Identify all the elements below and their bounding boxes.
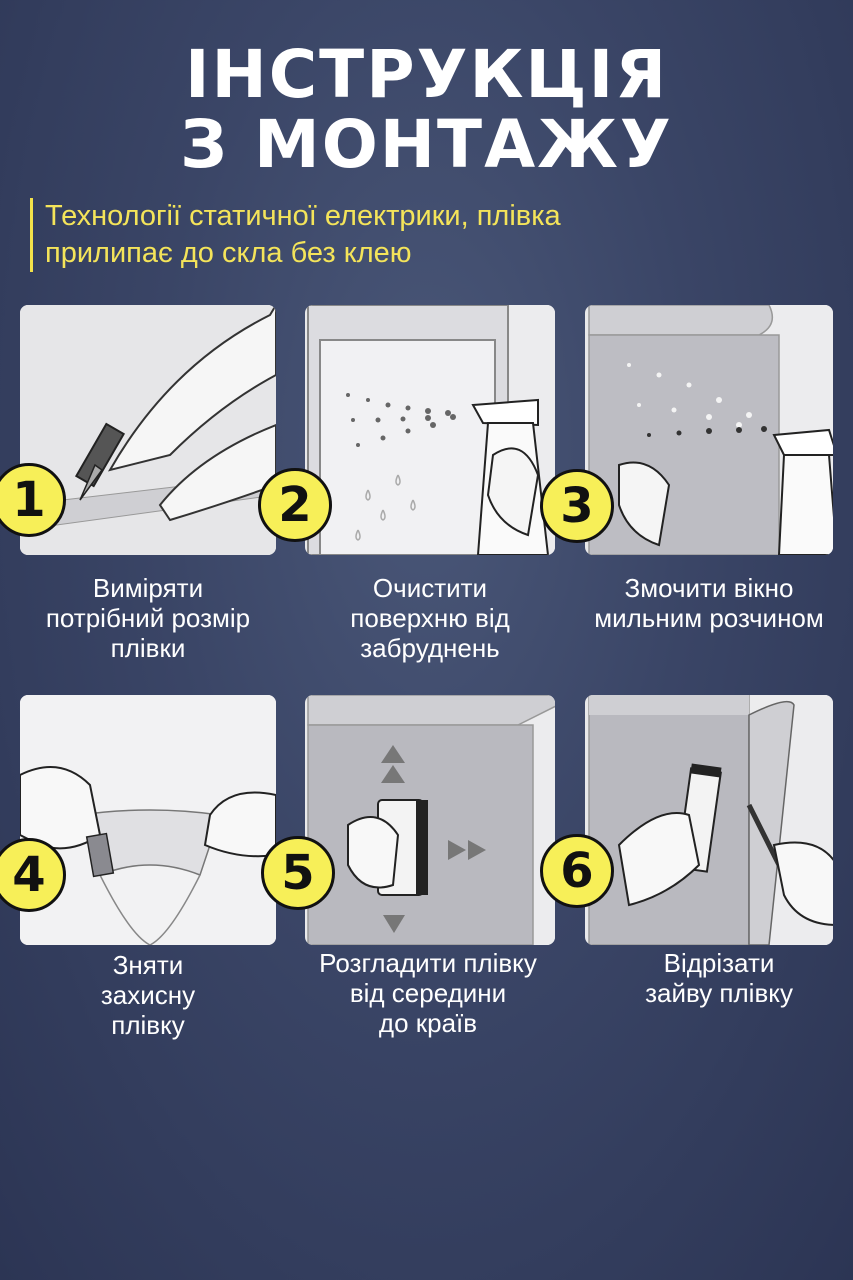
step-2-caption-line: Очистити <box>372 573 488 603</box>
step-4-caption-line: плівку <box>111 1010 185 1040</box>
step-6-caption: Відрізати зайву плівку <box>584 948 853 1008</box>
step-3-caption: Змочити вікно мильним розчином <box>574 573 844 633</box>
step-6-illustration <box>585 695 833 945</box>
step-6-caption-line: зайву плівку <box>645 978 793 1008</box>
step-4-illustration <box>20 695 276 945</box>
squeegee-smoothing-icon <box>307 695 555 945</box>
spray-bottle-cleaning-icon <box>307 305 555 555</box>
step-4-caption-line: захисну <box>100 980 196 1010</box>
step-3-badge: 3 <box>540 469 614 543</box>
step-2-badge: 2 <box>258 468 332 542</box>
step-1-caption-line: Виміряти <box>92 573 204 603</box>
peel-protective-film-icon <box>20 695 276 945</box>
subtitle: Технології статичної електрики, плівка п… <box>30 198 790 272</box>
page-title: ІНСТРУКЦІЯ З МОНТАЖУ <box>0 40 853 180</box>
step-3-caption-line: мильним розчином <box>594 603 824 633</box>
step-6-caption-line: Відрізати <box>663 948 775 978</box>
step-4-caption-line: Зняти <box>112 950 184 980</box>
step-3-illustration <box>585 305 833 555</box>
step-2-caption-line: поверхню від <box>350 603 510 633</box>
subtitle-line-1: Технології статичної електрики, плівка <box>45 200 561 232</box>
title-line-1: ІНСТРУКЦІЯ <box>184 36 669 113</box>
step-5-caption-line: до країв <box>378 1008 478 1038</box>
step-5-badge: 5 <box>261 836 335 910</box>
step-3-caption-line: Змочити вікно <box>624 573 794 603</box>
step-5-caption-line: Розгладити плівку <box>319 948 537 978</box>
title-line-2: З МОНТАЖУ <box>180 106 673 183</box>
subtitle-line-2: прилипає до скла без клею <box>45 237 412 269</box>
step-2-caption: Очистити поверхню від забруднень <box>295 573 565 663</box>
step-5-caption: Розгладити плівку від середини до країв <box>293 948 563 1038</box>
step-1-caption-line: плівки <box>110 633 186 663</box>
step-2-caption-line: забруднень <box>360 633 500 663</box>
step-5-caption-line: від середини <box>349 978 507 1008</box>
step-6-badge: 6 <box>540 834 614 908</box>
step-4-badge: 4 <box>0 838 66 912</box>
step-1-badge: 1 <box>0 463 66 537</box>
step-1-caption: Виміряти потрібний розмір плівки <box>13 573 283 663</box>
step-1-caption-line: потрібний розмір <box>45 603 251 633</box>
step-2-illustration <box>305 305 555 555</box>
trim-excess-film-icon <box>588 695 833 945</box>
spray-window-wet-icon <box>588 305 833 555</box>
step-4-caption: Зняти захисну плівку <box>13 950 283 1040</box>
step-1-illustration <box>20 305 276 555</box>
step-5-illustration <box>305 695 555 945</box>
